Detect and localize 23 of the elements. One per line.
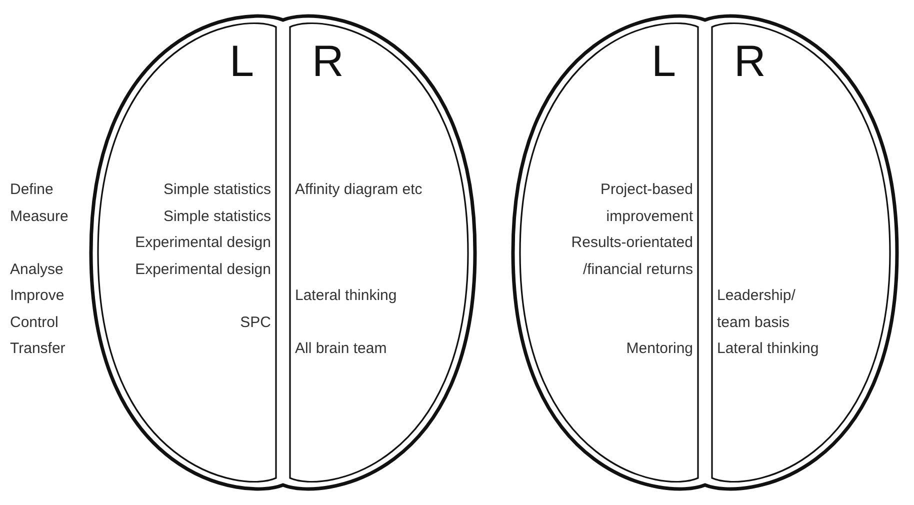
method-text: Lateral thinking	[717, 339, 819, 359]
method-text: Affinity diagram etc	[295, 180, 422, 200]
method-text: Experimental design	[135, 233, 271, 253]
hemisphere-letter: R	[312, 40, 344, 84]
phase-label: Measure	[10, 206, 68, 226]
hemisphere-letter: R	[734, 40, 766, 84]
phase-label: Analyse	[10, 260, 64, 280]
method-text: Leadership/ team basis	[717, 286, 796, 332]
method-text: Results-orientated /financial returns	[570, 233, 693, 280]
method-text: Mentoring	[626, 339, 693, 359]
phase-label: Improve	[10, 286, 64, 306]
method-text: Experimental design	[135, 260, 271, 280]
hemisphere-letter: L	[652, 40, 676, 84]
phase-label: Transfer	[10, 339, 66, 359]
method-text: Project-based improvement	[599, 180, 693, 226]
phase-label: Define	[10, 180, 54, 200]
method-text: Simple statistics	[163, 206, 271, 226]
method-text: All brain team	[295, 339, 387, 359]
method-text: SPC	[240, 312, 271, 332]
phase-label: Control	[10, 312, 58, 332]
method-text: Lateral thinking	[295, 286, 397, 306]
method-text: Simple statistics	[163, 180, 271, 200]
hemisphere-letter: L	[230, 40, 254, 84]
